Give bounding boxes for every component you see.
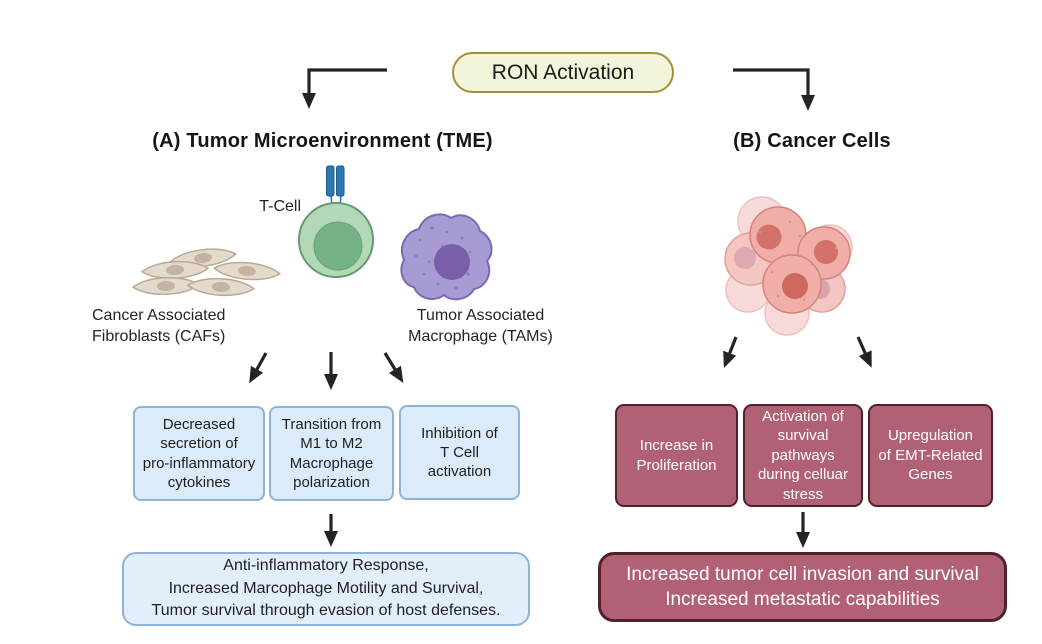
tam-cell-illustration (400, 213, 493, 301)
tme-effect-box-polarization: Transition from M1 to M2 Macrophage pola… (269, 406, 394, 501)
cancer-cells-illustration (724, 196, 853, 336)
arrow-cancer-left (723, 336, 738, 369)
cancer-effect-box-proliferation: Increase in Proliferation (615, 404, 738, 507)
tme-heading: (A) Tumor Microenvironment (TME) (152, 130, 493, 152)
cancer-effect-box-emt-genes: Upregulation of EMT-Related Genes (868, 404, 993, 507)
tme-effect-box-tcell-inhibition: Inhibition of T Cell activation (399, 405, 520, 500)
arrow-cancer-right (856, 336, 872, 368)
cancer-cells-heading: (B) Cancer Cells (733, 130, 891, 152)
ron-activation-node: RON Activation (452, 52, 674, 93)
tme-outcome-box: Anti-inflammatory Response, Increased Ma… (122, 552, 530, 626)
tam-label: Tumor Associated Macrophage (TAMs) (408, 307, 553, 345)
tme-effect-box-cytokines: Decreased secretion of pro-inflammatory … (133, 406, 265, 501)
arrow-caf-to-box (249, 352, 268, 384)
caf-label: Cancer Associated Fibroblasts (CAFs) (92, 307, 226, 345)
t-cell-label: T-Cell (259, 198, 301, 215)
arrow-ron-to-cancer (733, 68, 815, 111)
ron-activation-label: RON Activation (491, 60, 635, 84)
cancer-outcome-box: Increased tumor cell invasion and surviv… (598, 552, 1007, 622)
arrow-tam-to-box (383, 352, 404, 383)
t-cell-illustration (298, 165, 374, 278)
caf-cells-illustration (131, 245, 282, 298)
cancer-effect-box-survival-pathways: Activation of survival pathways during c… (743, 404, 863, 507)
arrow-ron-to-tme (302, 68, 387, 109)
